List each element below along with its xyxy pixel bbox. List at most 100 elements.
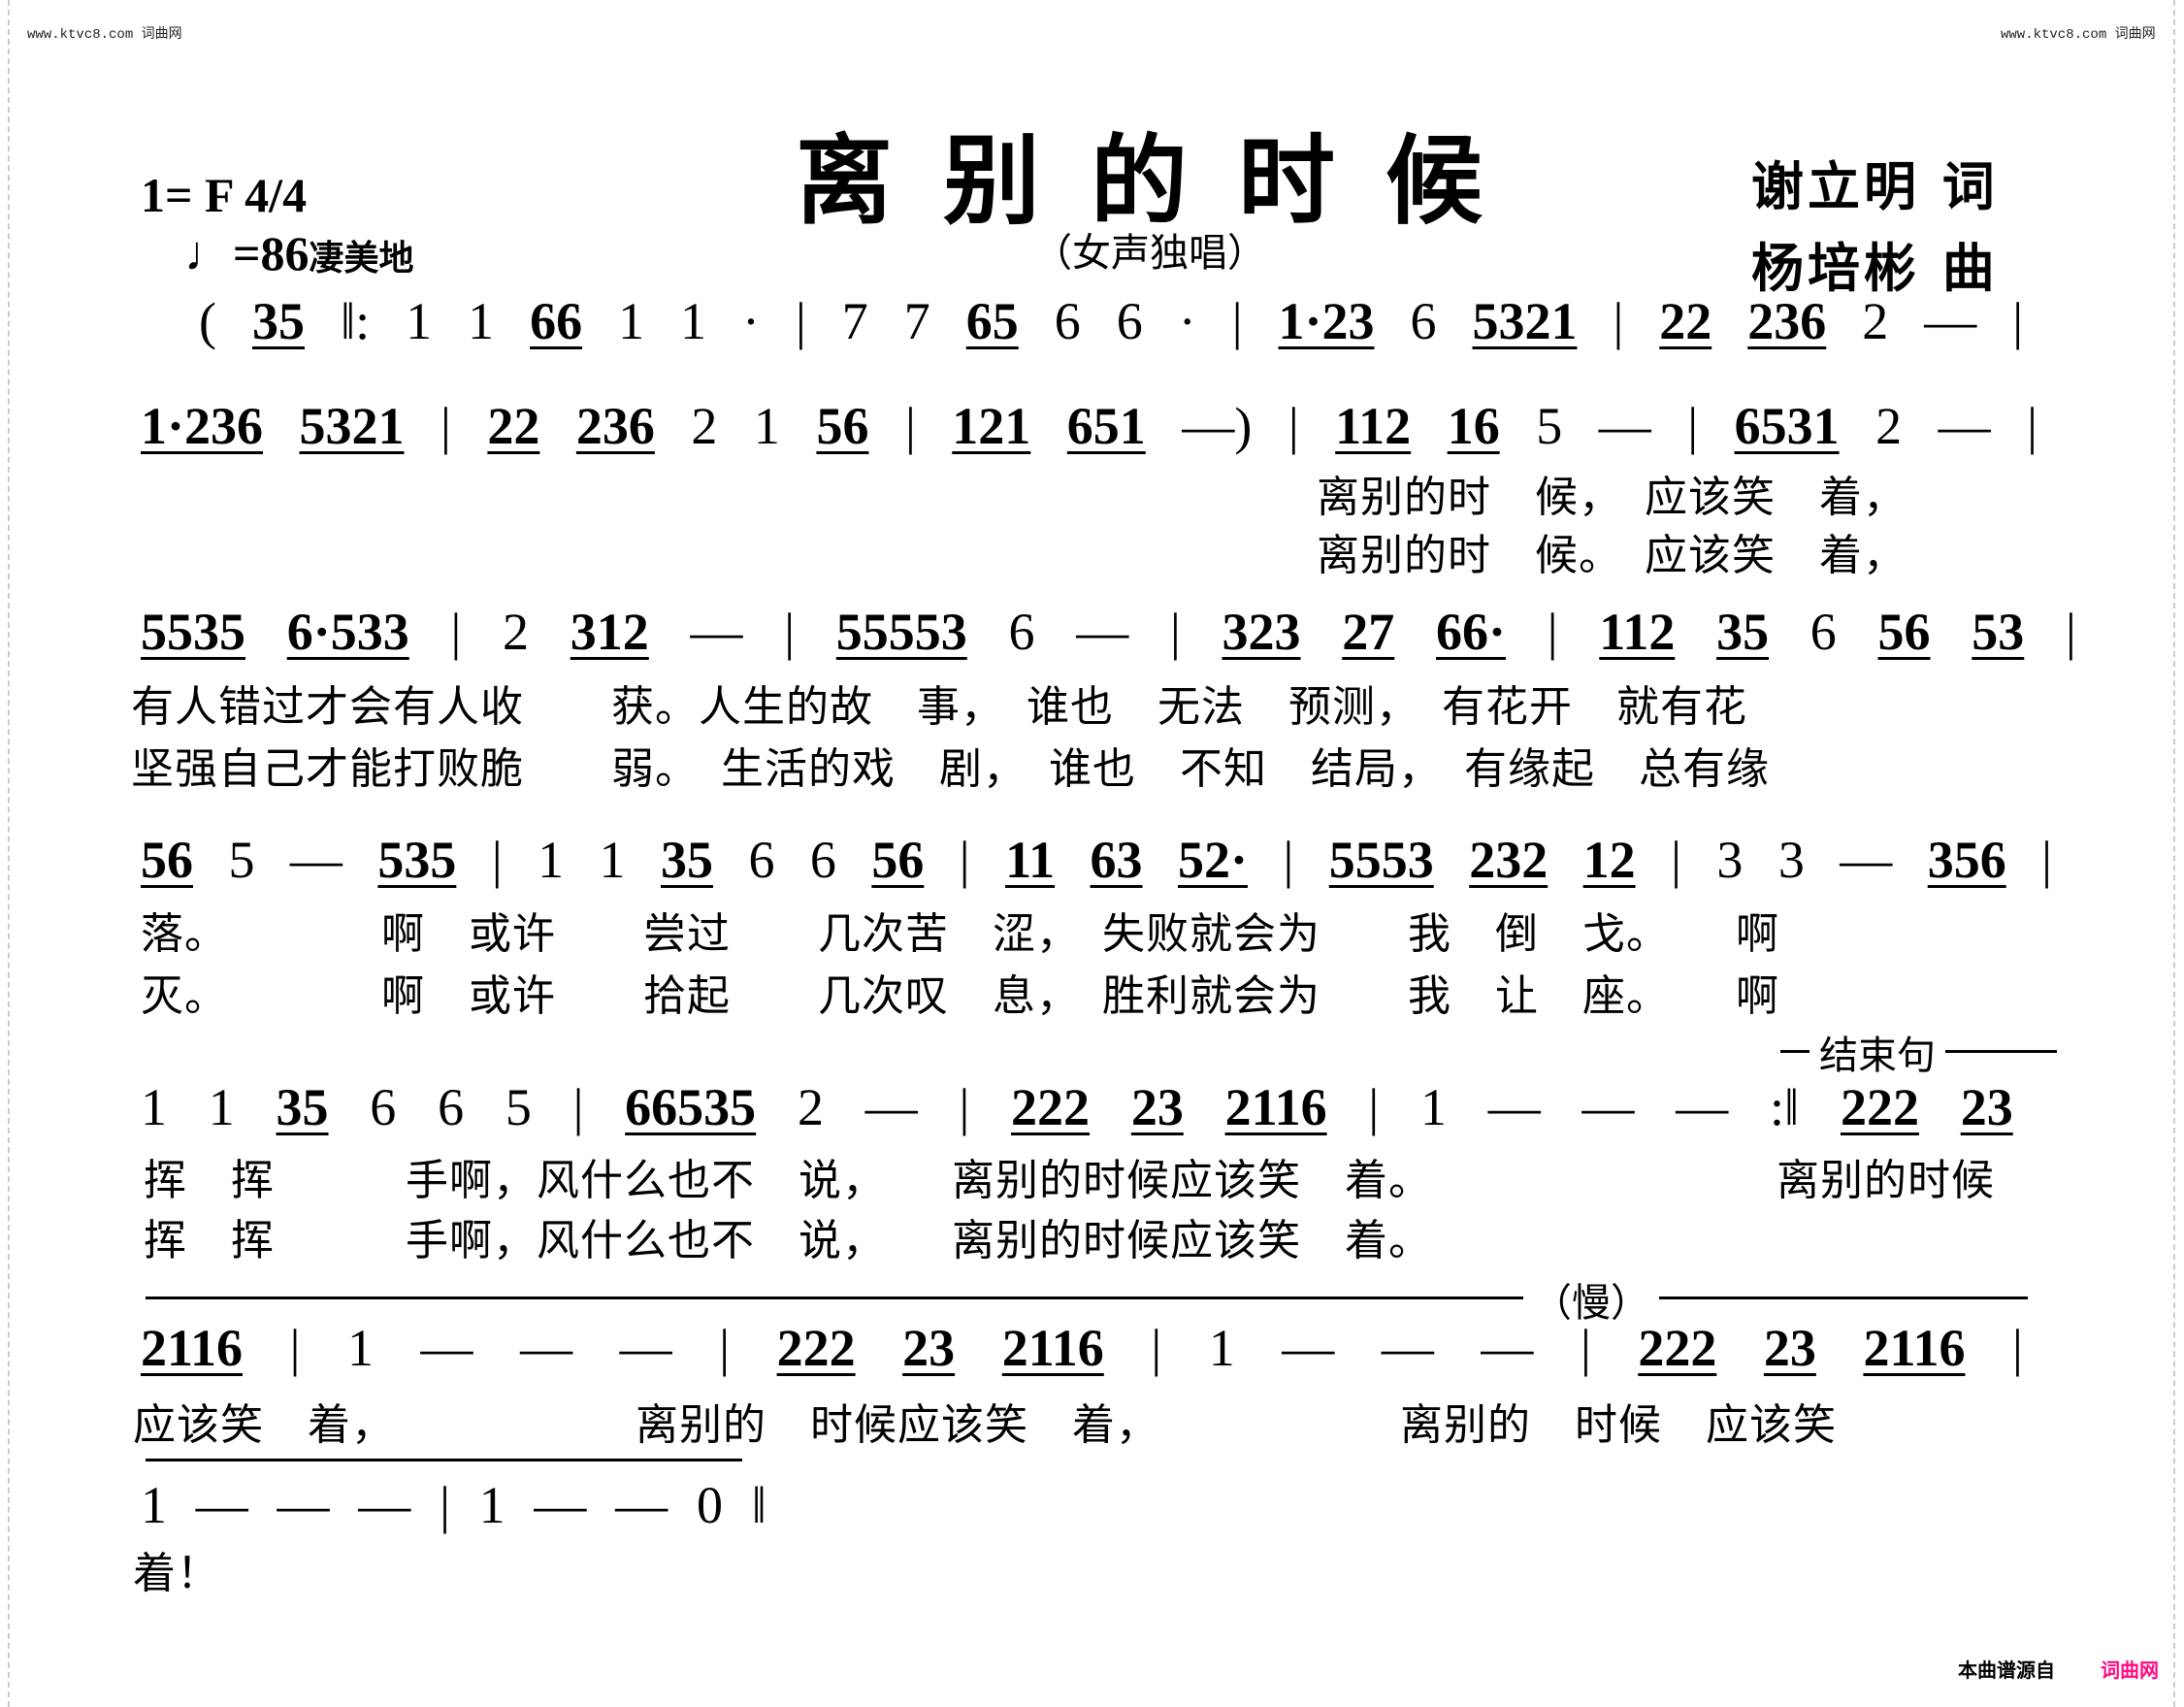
- note: 2116: [1001, 1319, 1104, 1377]
- note: —: [1381, 1319, 1434, 1377]
- note: 6: [1008, 603, 1035, 661]
- slow-section-line: [146, 1297, 2028, 1299]
- left-watermark-strip: [8, 0, 10, 1707]
- lyric-line: 落。 啊 或许 尝过 几次苦 涩， 失败就会为 我 倒 戈。 啊: [141, 909, 1779, 959]
- note: 222: [1011, 1078, 1091, 1136]
- ending-label: 结束句: [1809, 1024, 1945, 1080]
- barline: |: [440, 1476, 450, 1534]
- barline: |: [572, 1078, 584, 1136]
- note: 1·236: [141, 397, 264, 455]
- note: 6: [809, 831, 836, 889]
- note: 23: [1763, 1319, 1816, 1377]
- barline: |: [1687, 397, 1699, 455]
- note: 52·: [1178, 831, 1249, 889]
- barline: |: [1671, 831, 1681, 889]
- note: 66535: [625, 1078, 757, 1136]
- note: —: [520, 1319, 573, 1377]
- note: 1: [1419, 1078, 1447, 1136]
- barline: ‖: [751, 1476, 766, 1534]
- expression-marking: 凄美地: [309, 239, 414, 279]
- note: —: [277, 1476, 330, 1534]
- song-subtitle: （女声独唱）: [1033, 231, 1266, 276]
- barline: |: [1288, 397, 1299, 455]
- note: 232: [1469, 831, 1548, 889]
- lyricist-credit: 谢立明 词: [1751, 155, 1999, 217]
- tempo-value: ♩=86: [184, 226, 310, 280]
- key-signature: 1= F 4/4: [141, 168, 308, 222]
- barline: |: [719, 1319, 731, 1377]
- note: 6: [1116, 292, 1143, 350]
- note: —: [1076, 603, 1129, 661]
- note: 65: [965, 292, 1019, 350]
- note: 2: [1875, 397, 1903, 455]
- note: —: [1676, 1078, 1729, 1136]
- barline: |: [2012, 292, 2023, 350]
- note: —: [289, 831, 342, 889]
- note: 1: [753, 397, 780, 455]
- note: ·: [1178, 292, 1196, 350]
- barline: |: [2066, 603, 2076, 661]
- note: 2116: [1224, 1078, 1327, 1136]
- note: 23: [902, 1319, 956, 1377]
- note: —: [1598, 397, 1651, 455]
- note: 63: [1090, 831, 1143, 889]
- barline: |: [1580, 1319, 1591, 1377]
- note: 236: [575, 397, 655, 455]
- lyric-line: 离别的时候: [1777, 1156, 1995, 1205]
- barline: |: [1231, 292, 1243, 350]
- note: 312: [570, 603, 649, 661]
- note: 6·533: [286, 603, 409, 661]
- note: —: [420, 1319, 473, 1377]
- note: 35: [660, 831, 713, 889]
- note: —: [195, 1476, 248, 1534]
- note: 2: [797, 1078, 824, 1136]
- barline: |: [440, 397, 451, 455]
- barline: |: [1368, 1078, 1380, 1136]
- barline: |: [491, 831, 503, 889]
- note: 535: [377, 831, 457, 889]
- note: 1: [208, 1078, 235, 1136]
- barline: :‖: [1770, 1078, 1800, 1136]
- note: 121: [952, 397, 1031, 455]
- note: —: [1481, 1319, 1534, 1377]
- note: 11: [1005, 831, 1056, 889]
- barline: —): [1182, 397, 1253, 455]
- source-site-link[interactable]: 词曲网: [2101, 1658, 2159, 1682]
- barline: |: [2012, 1319, 2023, 1377]
- note: 56: [816, 397, 869, 455]
- note: —: [1282, 1319, 1335, 1377]
- note: 6: [748, 831, 775, 889]
- composer-credit: 杨培彬 曲: [1751, 237, 1999, 299]
- right-watermark-strip: [2173, 0, 2175, 1707]
- note: —: [1840, 831, 1893, 889]
- barline: |: [450, 603, 462, 661]
- note: 5321: [299, 397, 405, 455]
- note: —: [619, 1319, 672, 1377]
- note: —: [1581, 1078, 1635, 1136]
- note: 1: [599, 831, 626, 889]
- note: 2: [691, 397, 718, 455]
- note: 222: [776, 1319, 856, 1377]
- note: 55553: [835, 603, 967, 661]
- note: 23: [1960, 1078, 2013, 1136]
- note: 6: [370, 1078, 397, 1136]
- note: 6: [1410, 292, 1437, 350]
- lyric-line: 离别的时 候。 应该笑 着，: [1317, 531, 1907, 580]
- barline: |: [2041, 831, 2052, 889]
- note: 5: [228, 831, 255, 889]
- note: 35: [276, 1078, 329, 1136]
- lyric-line: 着！: [133, 1549, 220, 1598]
- note: 22: [487, 397, 540, 455]
- lyric-line: 离别的时 候， 应该笑 着，: [1317, 473, 1907, 522]
- notation-row-7: 1———|1——0‖: [141, 1475, 766, 1537]
- note: 66·: [1436, 603, 1507, 661]
- note: 35: [251, 292, 305, 350]
- lyric-line: 应该笑 着， 离别的 时候应该笑 着， 离别的 时候 应该笑: [133, 1400, 1837, 1450]
- song-title: 离别的时候: [796, 123, 1533, 238]
- note: 16: [1447, 397, 1500, 455]
- note: 23: [1130, 1078, 1184, 1136]
